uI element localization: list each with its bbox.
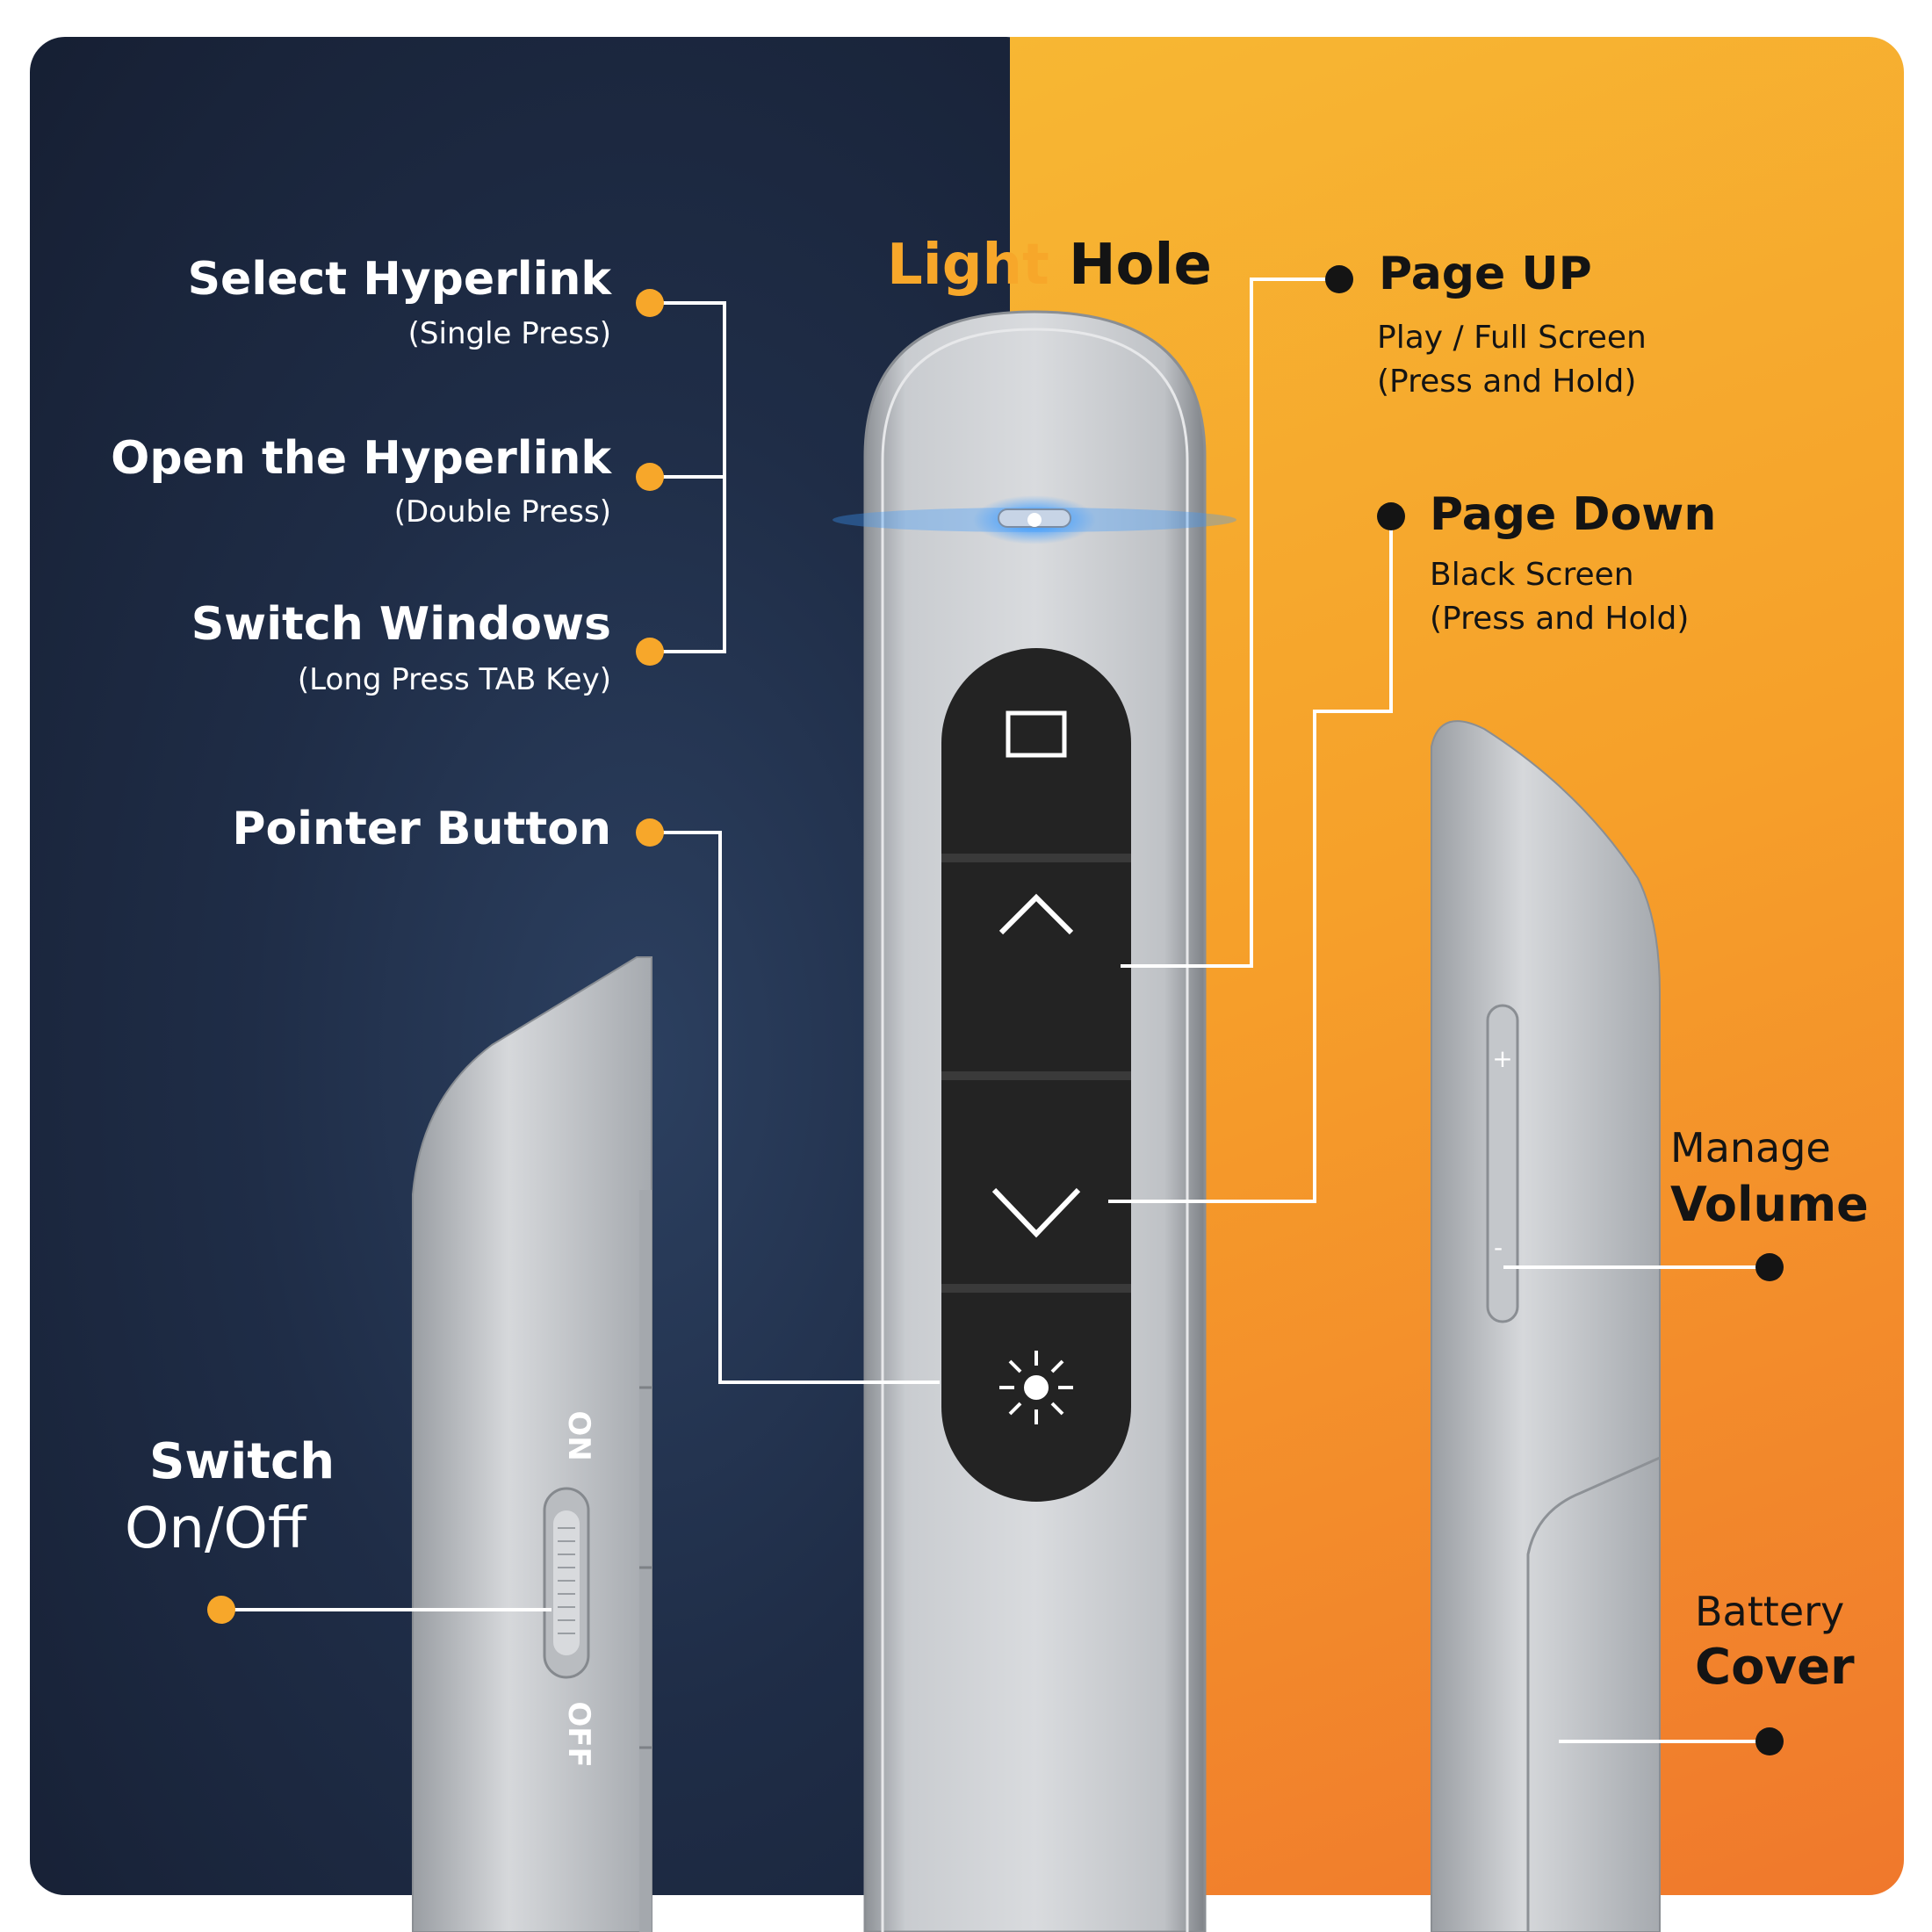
power-switch[interactable] [543,1487,590,1679]
switch-on-text: ON [561,1410,596,1460]
page-up-title: Page UP [1379,248,1592,300]
page-down-button[interactable] [991,1187,1081,1238]
switch-off-text: OFF [561,1701,596,1767]
volume-plus-text: + [1492,1044,1512,1073]
page-down-dot [1377,502,1405,530]
switch-label-line2: On/Off [125,1496,306,1561]
switch-windows-dot [636,638,664,666]
blank-screen-icon [1006,710,1067,758]
callout-dots-right [1325,265,1784,1755]
open-hyperlink-title: Open the Hyperlink [111,432,611,485]
open-hyperlink-dot [636,463,664,491]
page-down-title: Page Down [1430,488,1717,541]
page-down-line2: (Press and Hold) [1430,601,1690,637]
callout-dots-left [207,289,664,1624]
select-hyperlink-title: Select Hyperlink [187,253,611,306]
select-hyperlink-sub: (Single Press) [407,316,611,351]
left-side-view [412,956,652,1932]
light-hole [833,495,1236,544]
pointer-button-dot [636,818,664,847]
light-hole-label: Light Hole [887,233,1212,298]
page-up-line2: (Press and Hold) [1377,364,1637,400]
page-down-line1: Black Screen [1430,557,1634,593]
volume-rocker[interactable]: + - [1486,1004,1519,1323]
page-up-button[interactable] [998,893,1074,935]
switch-label-line1: Switch [149,1433,335,1490]
button-panel [941,648,1131,1502]
volume-dot [1755,1253,1784,1281]
hole-word: Hole [1068,233,1212,298]
open-hyperlink-sub: (Double Press) [393,494,611,530]
page-up-dot [1325,265,1353,293]
volume-line2: Volume [1670,1177,1869,1232]
volume-line1: Manage [1670,1124,1831,1171]
switch-onoff-dot [207,1596,235,1624]
laser-pointer-icon [999,1351,1073,1424]
right-side-view [1431,720,1661,1932]
chevron-down-icon [991,1187,1081,1238]
callout-lines-right [1108,278,1770,1743]
battery-line1: Battery [1695,1588,1845,1635]
pointer-button[interactable] [999,1351,1073,1424]
light-word: Light [887,233,1049,298]
pointer-button-title: Pointer Button [232,803,611,855]
page-up-line1: Play / Full Screen [1377,320,1647,356]
switch-windows-sub: (Long Press TAB Key) [297,662,611,697]
volume-minus-text: - [1494,1233,1503,1262]
switch-windows-title: Switch Windows [191,598,611,651]
callout-lines-left [221,301,940,1611]
blank-screen-button[interactable] [1006,710,1067,758]
battery-cover-dot [1755,1727,1784,1755]
chevron-up-icon [998,893,1074,935]
battery-line2: Cover [1695,1639,1855,1696]
select-hyperlink-dot [636,289,664,317]
